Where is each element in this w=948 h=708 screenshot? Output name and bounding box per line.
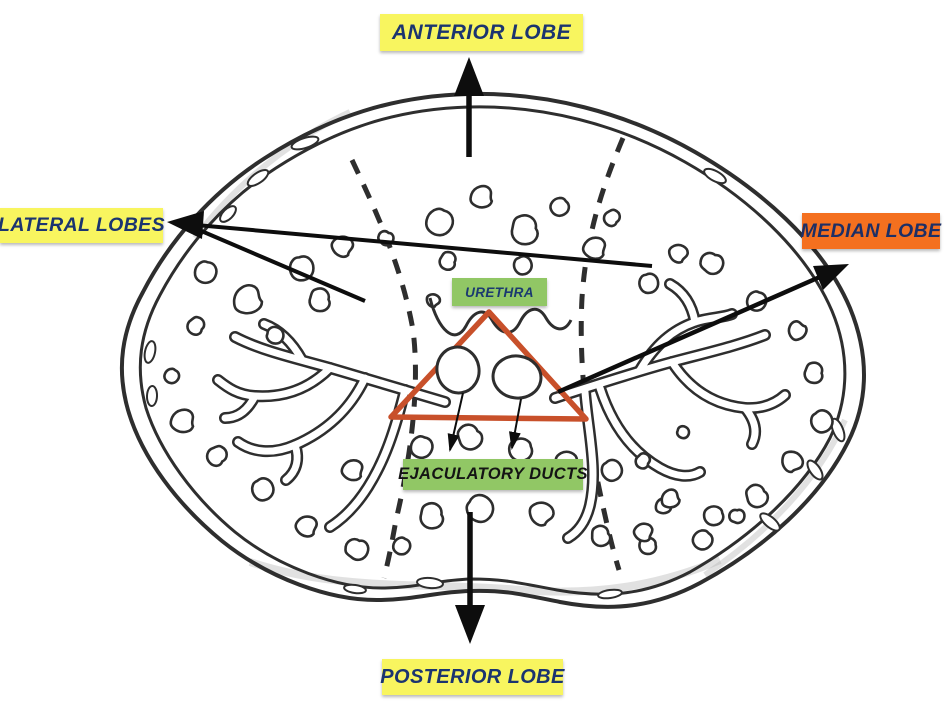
ejaculatory-duct-circles <box>435 345 543 400</box>
anterior-arrow <box>454 57 484 157</box>
median-lobe-arrow <box>557 264 849 395</box>
label-median-lobe: MEDIAN LOBE <box>801 213 941 249</box>
lobe-division-dashes <box>349 137 626 579</box>
label-ejaculatory-ducts: EJACULATORY DUCTS <box>398 459 588 490</box>
lateral-lobes-arrow <box>167 211 653 303</box>
label-anterior-lobe: ANTERIOR LOBE <box>380 14 583 51</box>
label-posterior-lobe: POSTERIOR LOBE <box>380 659 564 695</box>
label-urethra: URETHRA <box>452 278 547 306</box>
posterior-arrow <box>455 512 485 644</box>
label-lateral-lobes: LATERAL LOBES <box>0 208 165 243</box>
prostate-capsule <box>119 91 866 609</box>
capsule-vessels <box>143 135 846 600</box>
ejaculatory-duct-arrows <box>447 392 522 452</box>
